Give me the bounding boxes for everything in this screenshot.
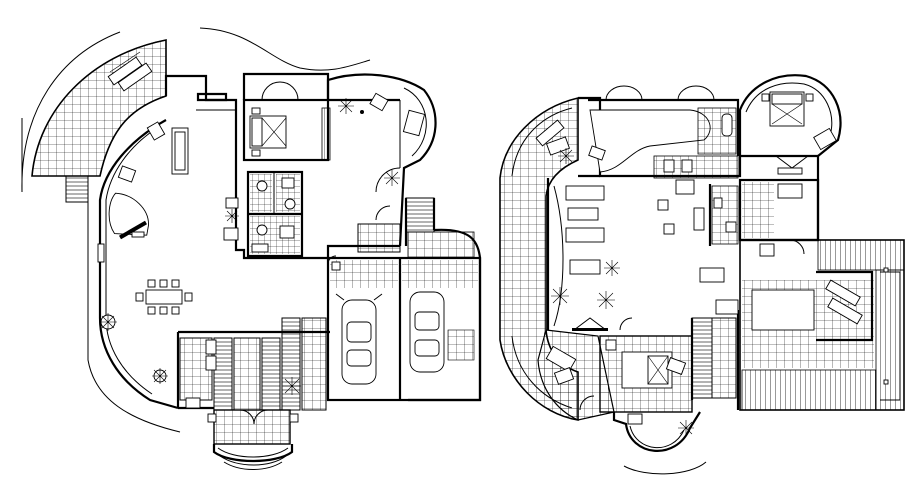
upper-southwest-room (545, 345, 595, 411)
living-curved-wall (98, 119, 179, 410)
upper-north-room (588, 85, 740, 173)
garage (326, 255, 482, 402)
upper-master-bedroom (738, 74, 842, 175)
sun-lounger (827, 297, 863, 325)
site-boundary-left (87, 200, 181, 433)
living-sofa-set (117, 121, 189, 183)
armchair (225, 197, 239, 209)
toilet (256, 180, 268, 192)
armchair (223, 227, 239, 241)
bathtub (777, 183, 803, 199)
rear-window-bay (196, 92, 228, 102)
upper-south-bay (612, 411, 707, 475)
ground-lower-stairs (179, 317, 327, 411)
upper-roof-terrace (739, 239, 905, 411)
ground-staircase (404, 197, 436, 246)
hall-tile (357, 223, 401, 253)
upper-arc-lounge (535, 119, 574, 164)
grand-piano (108, 192, 149, 240)
terrace-arc-outer (31, 39, 167, 177)
ground-bedroom-block (242, 72, 331, 162)
ground-floor-plan (21, 27, 482, 470)
door-swing (375, 205, 391, 221)
terrace-steps (65, 175, 89, 203)
living-curved-wall-inner (105, 125, 161, 395)
terrace-arc-inner (99, 95, 167, 177)
car (409, 291, 445, 373)
sofa (569, 259, 601, 275)
car (335, 293, 383, 385)
potted-plant (99, 313, 117, 331)
upper-floor-plan (499, 74, 905, 475)
terrace-loungers (107, 51, 153, 92)
site-boundary-arc (21, 31, 121, 193)
upper-kitchen (653, 155, 739, 283)
toilet (256, 224, 268, 236)
sofa (565, 227, 605, 243)
upper-south-bedroom (599, 335, 693, 413)
sofa (565, 185, 605, 201)
terrace-floor (31, 39, 167, 177)
upper-staircase (690, 299, 740, 410)
living-exterior-wall (164, 74, 400, 260)
upper-hall (546, 178, 633, 331)
toilet (284, 198, 296, 210)
ground-round-room (326, 73, 437, 247)
east-terrace-tile (407, 231, 475, 259)
wall-window (97, 243, 105, 263)
site-boundary-top (199, 27, 371, 71)
entrance-porch (207, 409, 299, 470)
sun-lounger (825, 279, 861, 307)
upper-balcony-arc (511, 107, 573, 177)
washbasin (279, 225, 295, 239)
dining-set (135, 279, 193, 315)
ground-bathroom-block (246, 170, 304, 258)
potted-plant (152, 368, 168, 384)
upper-bathroom (738, 178, 820, 257)
bathtub (721, 113, 733, 137)
potted-plant (225, 209, 239, 223)
washbasin (281, 177, 295, 189)
